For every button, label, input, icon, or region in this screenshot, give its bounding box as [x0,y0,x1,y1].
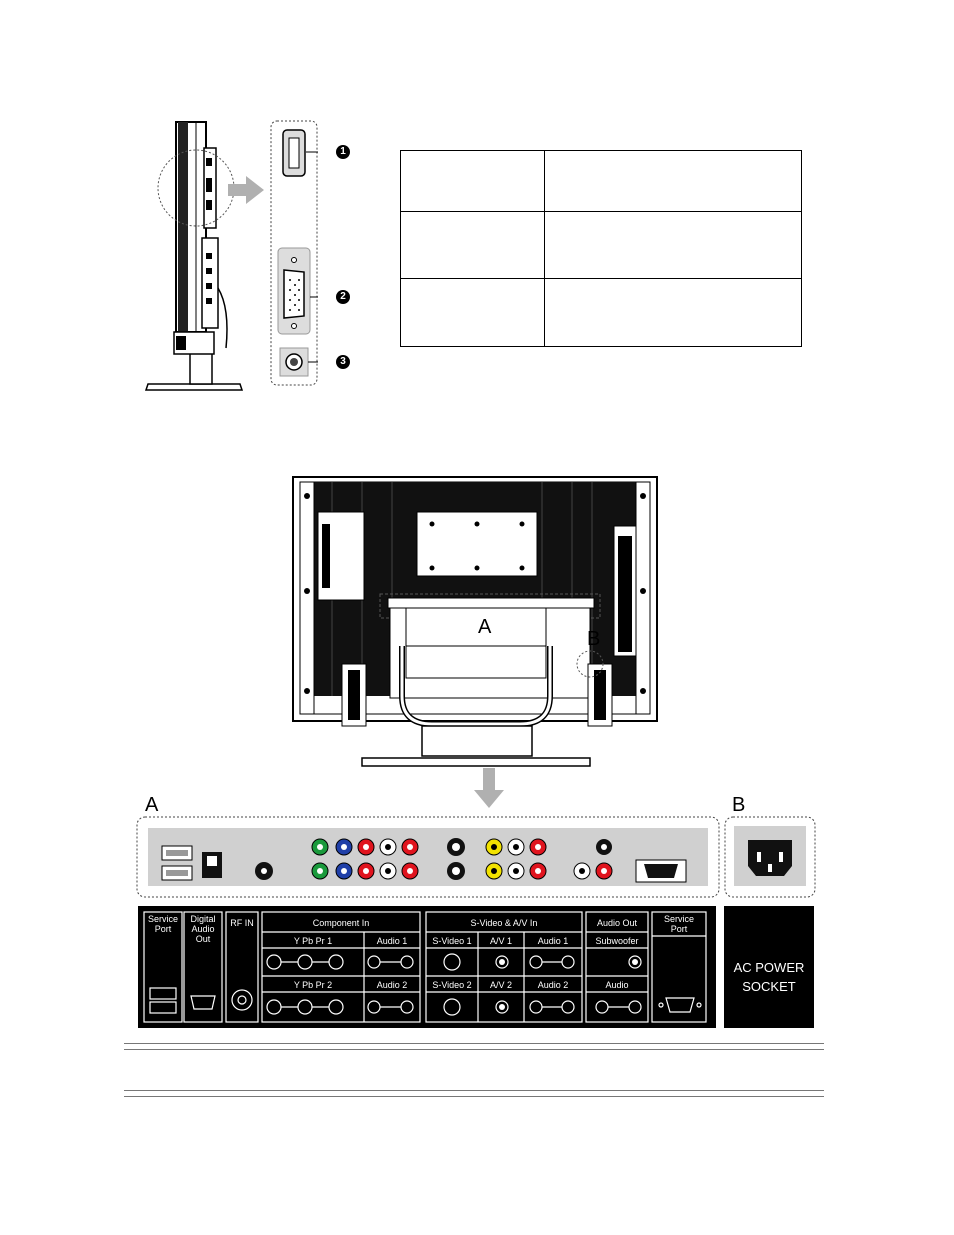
section-label-b: B [732,794,746,816]
divider-rule-bottom [124,1090,824,1097]
panel-a-label-diagram: Service Port Digital Audio Out RF IN Com… [138,906,716,1028]
panel-b-label-diagram: AC POWER SOCKET [724,906,814,1028]
ac-power-line2: SOCKET [742,979,796,994]
label-audio: Audio [605,980,629,990]
panel-a-connectors [136,816,720,898]
table-cell [544,150,802,212]
table-cell [400,278,545,347]
label-service-port-2: Service Port [663,914,694,934]
label-digital-audio-out: Digital Audio Out [190,914,216,944]
back-label-a: A [478,616,492,638]
label-component-in: Component In [312,918,370,928]
label-av2: A/V 2 [489,980,512,990]
label-svideo1: S-Video 1 [432,936,472,946]
zoom-arrow [228,176,264,204]
label-audio2: Audio 2 [376,980,408,990]
ac-power-line1: AC POWER [733,960,805,975]
section-label-a: A [145,794,159,816]
label-audio-out: Audio Out [596,918,638,928]
callout-3: 3 [336,355,350,369]
panel-b-connectors [724,816,816,898]
down-arrow [474,768,504,808]
table-cell [544,211,802,279]
table-row [400,278,802,347]
back-label-b: B [587,628,601,650]
table-cell [400,211,545,279]
table-cell [544,278,802,347]
table-cell [400,150,545,212]
label-service-port: Service Port [147,914,178,934]
label-svideo2: S-Video 2 [432,980,472,990]
label-ypbpr2: Y Pb Pr 2 [293,980,333,990]
connector-table [400,150,802,347]
callout-2: 2 [336,290,350,304]
label-subwoofer: Subwoofer [595,936,639,946]
side-connector-panel [270,120,318,386]
label-svideo-av-in: S-Video & A/V In [470,918,538,928]
label-audio2-b: Audio 2 [537,980,569,990]
table-row [400,150,802,212]
callout-1: 1 [336,145,350,159]
divider-rule-top [124,1043,824,1050]
label-audio1: Audio 1 [376,936,408,946]
back-view-diagram [292,476,662,770]
label-rf-in: RF IN [230,918,254,928]
label-av1: A/V 1 [489,936,512,946]
side-view-diagram [138,118,250,396]
table-row [400,211,802,279]
label-audio1-b: Audio 1 [537,936,569,946]
label-ypbpr1: Y Pb Pr 1 [293,936,333,946]
